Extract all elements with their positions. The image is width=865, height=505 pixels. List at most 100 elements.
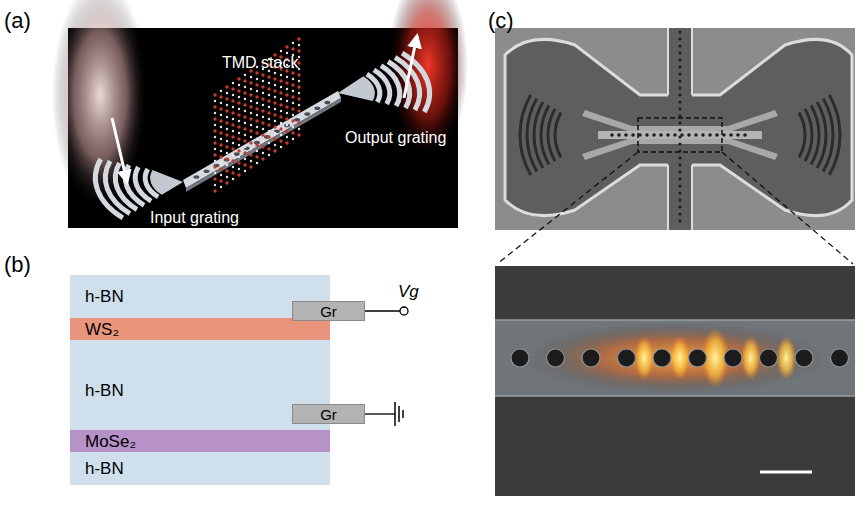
atom — [213, 153, 216, 156]
atom — [286, 124, 288, 126]
layer-label: h-BN — [85, 460, 124, 477]
panel-letter: (b) — [4, 254, 31, 276]
air-hole — [708, 133, 712, 137]
air-hole — [701, 133, 705, 137]
atom — [232, 142, 234, 144]
grating-tooth — [541, 106, 549, 165]
atom — [285, 117, 288, 120]
atom — [214, 184, 216, 186]
atom — [232, 178, 234, 180]
atom — [274, 120, 276, 122]
air-hole — [694, 133, 698, 137]
hole-row — [193, 101, 330, 179]
terminal-symbol — [400, 307, 408, 315]
field-maximum — [670, 336, 690, 380]
atom — [225, 181, 228, 184]
ground-symbol — [398, 406, 400, 422]
part-label: Input grating — [150, 210, 239, 226]
atom — [226, 116, 228, 118]
atom — [261, 145, 264, 148]
atom — [244, 158, 246, 160]
waveguide-side — [186, 98, 341, 192]
grating-tooth — [125, 165, 144, 205]
grating-tooth — [817, 102, 826, 168]
air-hole — [678, 184, 681, 187]
atom — [297, 37, 300, 40]
atom — [225, 121, 228, 124]
atom — [232, 94, 234, 96]
atom — [213, 141, 216, 144]
atom — [213, 129, 216, 132]
atom — [280, 74, 282, 76]
air-hole — [678, 205, 681, 208]
air-hole — [736, 133, 740, 137]
atom — [237, 161, 240, 164]
atom — [285, 141, 288, 144]
grating-tooth — [520, 95, 531, 175]
air-hole — [224, 158, 230, 162]
air-hole — [314, 107, 320, 111]
atom — [226, 128, 228, 130]
atom — [261, 109, 264, 112]
atom — [255, 131, 258, 134]
field-maximum — [776, 336, 796, 380]
atom — [225, 85, 228, 88]
atom — [292, 114, 294, 116]
air-hole — [678, 212, 681, 215]
atom — [285, 45, 288, 48]
atom — [244, 134, 246, 136]
grating-tooth — [799, 113, 805, 158]
air-hole — [678, 58, 681, 61]
atom — [255, 95, 258, 98]
atom — [297, 133, 300, 136]
atom — [268, 154, 270, 156]
wire — [365, 310, 400, 311]
atom — [232, 106, 234, 108]
air-hole — [678, 79, 681, 82]
channel-edge — [667, 165, 669, 230]
atom — [220, 174, 222, 176]
atom — [231, 123, 234, 126]
atom — [291, 107, 294, 110]
grating-tooth — [829, 95, 840, 175]
field-profile — [525, 322, 825, 394]
atom — [214, 136, 216, 138]
air-hole — [618, 349, 636, 367]
atom — [249, 105, 252, 108]
atom — [261, 121, 264, 124]
atom — [231, 135, 234, 138]
atom — [225, 169, 228, 172]
atom — [243, 127, 246, 130]
atom — [243, 151, 246, 154]
atom — [214, 124, 216, 126]
atom — [267, 147, 270, 150]
panel-letter: (c) — [488, 10, 514, 32]
layer-band: h-BN — [70, 452, 330, 485]
atom — [255, 119, 258, 122]
air-hole — [193, 175, 199, 179]
channel-edge — [667, 28, 669, 95]
grating-tooth — [374, 70, 390, 104]
air-hole — [678, 156, 681, 159]
atom — [237, 101, 240, 104]
atom — [249, 117, 252, 120]
atom — [261, 73, 264, 76]
atom — [250, 112, 252, 114]
beam-edge — [495, 319, 855, 321]
grating-taper — [150, 170, 183, 195]
zoom-line — [722, 152, 853, 264]
atom — [220, 90, 222, 92]
atom — [213, 105, 216, 108]
atom — [256, 78, 258, 80]
grating-tooth — [367, 74, 380, 102]
atom — [291, 83, 294, 86]
atom — [292, 90, 294, 92]
scale-bar — [760, 471, 812, 474]
atom — [238, 96, 240, 98]
wire — [365, 413, 395, 414]
atom — [225, 157, 228, 160]
atom — [286, 52, 288, 54]
part-label: Output grating — [345, 130, 446, 146]
signal-name: Vg — [398, 283, 419, 300]
atom — [244, 170, 246, 172]
